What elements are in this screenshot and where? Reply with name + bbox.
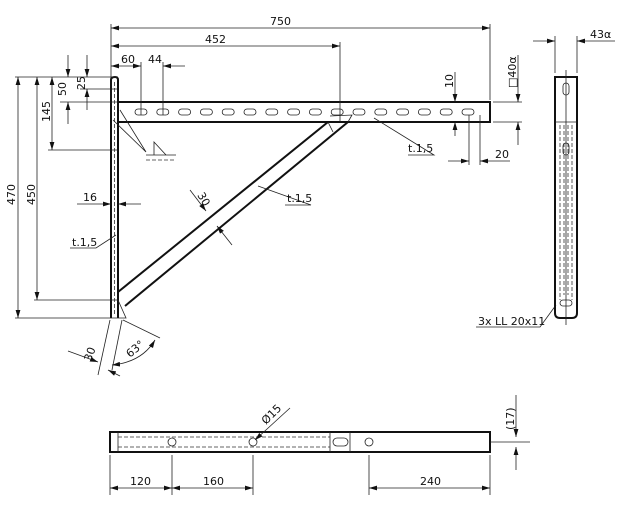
dim-43a: 43α [590,28,611,41]
arm-slot [199,108,213,116]
bottom-view: 120 160 240 Ø15 (17) [109,395,530,495]
arm-slot [221,108,235,116]
front-view [110,75,491,319]
dimension-labels: 750 452 60 44 470 450 145 50 25 16 30 10… [5,15,545,363]
dim-145: 145 [40,101,53,122]
dim-17: (17) [504,407,517,430]
dim-brace-30: 30 [194,190,212,209]
arm-slot [178,108,192,116]
arm-slot [352,108,366,116]
weld-symbol [112,109,176,156]
horizontal-arm [117,101,491,123]
dim-240: 240 [420,475,441,488]
dim-hole-diameter: Ø15 [259,402,284,427]
arm-slot [265,108,279,116]
dim-450: 450 [25,184,38,205]
dim-16: 16 [83,191,97,204]
arm-slot [417,108,431,116]
dim-profile: □40α [506,56,519,88]
dim-160: 160 [203,475,224,488]
arm-slot [461,108,475,116]
note-holes: 3x LL 20x11 [478,315,545,328]
note-post-thickness: t.1,5 [72,236,97,249]
dim-452: 452 [205,33,226,46]
arm-slot [396,108,410,116]
dim-foot-30: 30 [82,345,99,363]
dim-10: 10 [443,74,456,88]
dimension-lines [15,24,557,377]
dim-470: 470 [5,184,18,205]
note-brace-thickness: t.1,5 [287,192,312,205]
arm-slot [374,108,388,116]
dim-angle: 63° [124,338,147,360]
dim-50: 50 [56,82,69,96]
brace-upper-edge [117,121,329,293]
dim-20: 20 [495,148,509,161]
arm-slots [134,108,475,116]
arm-slot [308,108,322,116]
brace-lower-edge [124,121,349,307]
arm-slot [439,108,453,116]
arm-slot [243,108,257,116]
dim-25: 25 [75,76,88,90]
side-view: 43α [533,28,615,325]
dim-44: 44 [148,53,162,66]
dim-60: 60 [121,53,135,66]
arm-slot [330,108,344,116]
dim-750: 750 [270,15,291,28]
note-arm-thickness: t.1,5 [408,142,433,155]
arm-slot [287,108,301,116]
dim-120: 120 [130,475,151,488]
